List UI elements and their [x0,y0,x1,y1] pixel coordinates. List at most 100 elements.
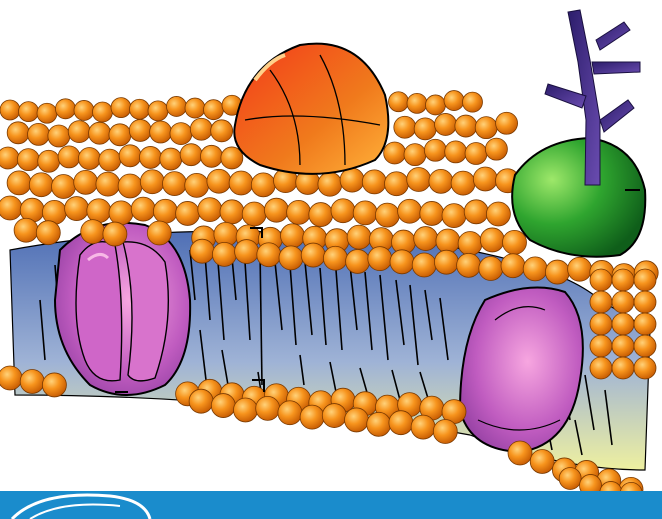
phospholipid-head [434,250,458,274]
phospholipid-head [612,357,634,379]
phospholipid-head [163,172,187,196]
phospholipid-head [390,250,414,274]
phospholipid-head [89,122,111,144]
phospholipid-head [78,148,100,170]
phospholipid-head [345,408,369,432]
phospholipid-head [198,198,222,222]
phospholipid-head [590,291,612,313]
phospholipid-head [130,99,150,119]
phospholipid-head [153,199,177,223]
phospholipid-head [167,96,187,116]
phospholipid-head [65,197,89,221]
phospholipid-head [412,253,436,277]
phospholipid-head [501,254,525,278]
phospholipid-head [318,172,342,196]
phospholipid-head [257,243,281,267]
phospholipid-head [480,228,504,252]
phospholipid-head [278,401,302,425]
phospholipid-head [420,201,444,225]
phospholipid-head [404,144,426,166]
phospholipid-head [17,149,39,171]
phospholipid-head [74,100,94,120]
phospholipid-head [407,93,427,113]
phospholipid-head [119,145,141,167]
phospholipid-head [385,172,409,196]
phospholipid-head [463,92,483,112]
phospholipid-head [429,169,453,193]
phospholipid-head [0,366,22,390]
phospholipid-head [109,201,133,225]
phospholipid-head [590,269,612,291]
phospholipid-head [464,200,488,224]
phospholipid-head [204,100,224,120]
phospholipid-head [212,242,236,266]
phospholipid-head [508,441,532,465]
phospholipid-head [19,102,39,122]
phospholipid-head [300,405,324,429]
phospholipid-head [384,142,406,164]
phospholipid-head [634,335,656,357]
phospholipid-head [176,201,200,225]
phospholipid-head [435,113,457,135]
phospholipid-head [251,173,275,197]
phospholipid-head [180,144,202,166]
phospholipid-head [211,120,233,142]
phospholipid-head [220,200,244,224]
phospholipid-head [414,118,436,140]
phospholipid-head [634,269,656,291]
phospholipid-head [189,389,213,413]
phospholipid-head [309,203,333,227]
phospholipid-head [590,335,612,357]
phospholipid-head [398,199,422,223]
phospholipid-head [185,98,205,118]
phospholipid-head [590,313,612,335]
phospholipid-head [301,243,325,267]
peripheral-protein [234,44,388,174]
phospholipid-head [411,415,435,439]
phospholipid-head [458,231,482,255]
phospholipid-head [347,225,371,249]
phospholipid-head [287,200,311,224]
phospholipid-head [612,269,634,291]
phospholipid-head [457,253,481,277]
phospholipid-head [93,102,113,122]
phospholipid-head [0,147,19,169]
phospholipid-head [29,173,53,197]
phospholipid-head [7,171,31,195]
phospholipid-head [185,173,209,197]
phospholipid-head [362,170,386,194]
phospholipid-head [37,103,57,123]
phospholipid-head [331,199,355,223]
phospholipid-head [426,95,446,115]
phospholipid-head [74,170,98,194]
phospholipid-head [394,116,416,138]
phospholipid-head [559,467,581,489]
phospholipid-head [99,149,121,171]
phospholipid-head [14,218,38,242]
phospholipid-head [503,230,527,254]
phospholipid-head [634,357,656,379]
phospholipid-head [38,150,60,172]
phospholipid-head [523,257,547,281]
phospholipid-head [111,98,131,118]
phospholipid-head [131,197,155,221]
phospholipid-head [87,199,111,223]
phospholipid-head [36,221,60,245]
phospholipid-head [414,227,438,251]
phospholipid-head [139,146,161,168]
phospholipid-head [475,117,497,139]
phospholipid-head [367,412,391,436]
phospholipid-head [486,202,510,226]
phospholipid-head [211,394,235,418]
phospholipid-head [129,119,151,141]
phospholipid-head [353,201,377,225]
phospholipid-head [436,229,460,253]
phospholipid-head [68,121,90,143]
phospholipid-head [322,404,346,428]
phospholipid-head [170,123,192,145]
phospholipid-head [473,167,497,191]
phospholipid-head [264,198,288,222]
phospholipid-head [160,148,182,170]
phospholipid-head [56,99,76,119]
